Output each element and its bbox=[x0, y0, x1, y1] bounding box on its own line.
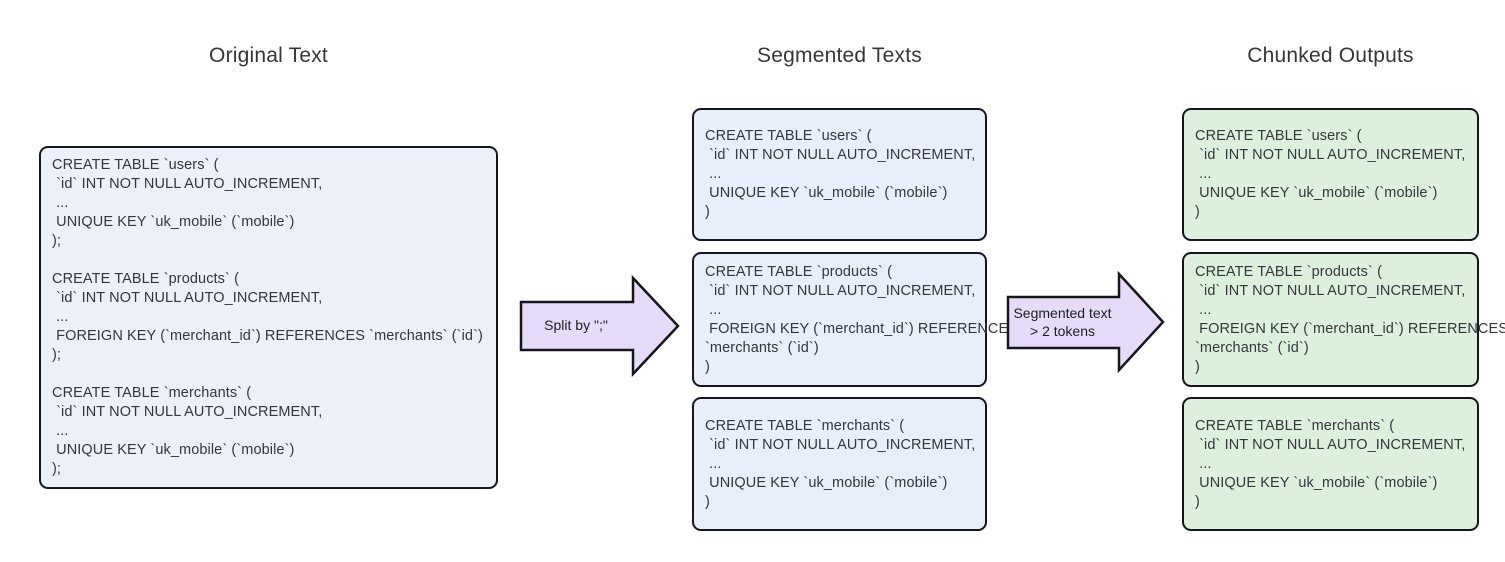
original-text-box: CREATE TABLE `users` ( `id` INT NOT NULL… bbox=[39, 146, 498, 489]
chunked-box-users: CREATE TABLE `users` ( `id` INT NOT NULL… bbox=[1182, 108, 1479, 241]
column-title-chunked-outputs: Chunked Outputs bbox=[1247, 44, 1414, 67]
chunked-sql-merchants: CREATE TABLE `merchants` ( `id` INT NOT … bbox=[1195, 417, 1466, 510]
segmented-sql-users: CREATE TABLE `users` ( `id` INT NOT NULL… bbox=[705, 128, 976, 220]
chunked-box-products: CREATE TABLE `products` ( `id` INT NOT N… bbox=[1182, 252, 1505, 387]
segmented-box-merchants: CREATE TABLE `merchants` ( `id` INT NOT … bbox=[692, 397, 987, 531]
split-arrow-label: Split by ";" bbox=[544, 317, 608, 334]
token-filter-arrow-icon bbox=[1006, 270, 1165, 374]
column-title-segmented-texts: Segmented Texts bbox=[757, 44, 922, 67]
chunked-sql-users: CREATE TABLE `users` ( `id` INT NOT NULL… bbox=[1195, 128, 1466, 220]
chunked-box-merchants: CREATE TABLE `merchants` ( `id` INT NOT … bbox=[1182, 397, 1479, 531]
segmented-box-products: CREATE TABLE `products` ( `id` INT NOT N… bbox=[692, 252, 1018, 387]
segmented-box-users: CREATE TABLE `users` ( `id` INT NOT NULL… bbox=[692, 108, 987, 241]
split-arrow-icon bbox=[519, 274, 680, 378]
column-title-original-text: Original Text bbox=[209, 44, 328, 67]
chunked-sql-products: CREATE TABLE `products` ( `id` INT NOT N… bbox=[1195, 263, 1505, 375]
token-filter-arrow-label: Segmented text > 2 tokens bbox=[1013, 305, 1112, 339]
segmented-sql-products: CREATE TABLE `products` ( `id` INT NOT N… bbox=[705, 263, 1019, 375]
segmented-sql-merchants: CREATE TABLE `merchants` ( `id` INT NOT … bbox=[705, 417, 976, 510]
original-sql-text: CREATE TABLE `users` ( `id` INT NOT NULL… bbox=[52, 157, 483, 477]
